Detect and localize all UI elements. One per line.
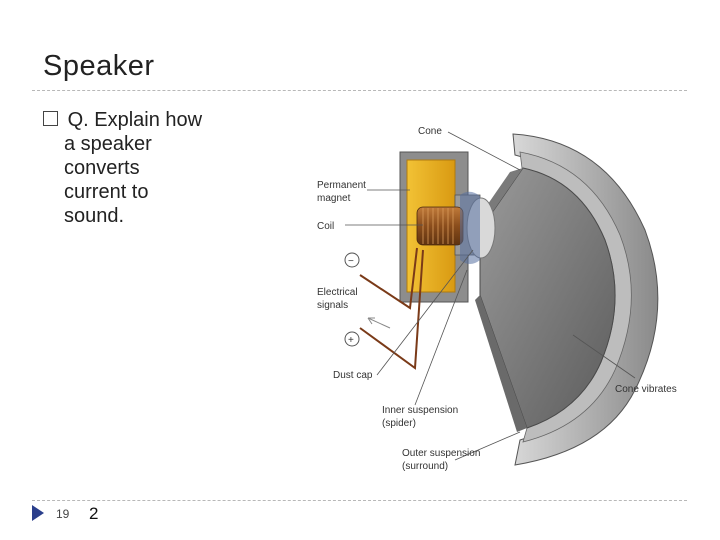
label-inner-suspension-1: Inner suspension bbox=[382, 405, 458, 416]
bullet-line-1: Explain how bbox=[94, 109, 203, 131]
plus-sign: + bbox=[348, 335, 354, 346]
coil bbox=[416, 206, 464, 246]
coil-windings bbox=[422, 208, 454, 244]
cone bbox=[479, 167, 616, 429]
minus-sign: − bbox=[348, 256, 354, 267]
bullet-question: Q. Explain how a speaker converts curren… bbox=[43, 108, 263, 228]
label-inner-suspension-2: (spider) bbox=[382, 418, 416, 429]
bullet-box-icon bbox=[43, 111, 58, 127]
footer-divider bbox=[32, 500, 687, 501]
minus-terminal-icon bbox=[344, 252, 360, 268]
slide-title: Speaker bbox=[43, 50, 155, 82]
label-outer-suspension-1: Outer suspension bbox=[402, 448, 480, 459]
bullet-line-5: sound. bbox=[64, 205, 125, 227]
bullet-marker: Q. bbox=[67, 109, 89, 131]
label-coil: Coil bbox=[317, 221, 334, 232]
label-electrical-signals-2: signals bbox=[317, 300, 348, 311]
label-electrical-signals-1: Electrical bbox=[317, 287, 358, 298]
label-dust-cap: Dust cap bbox=[333, 370, 373, 381]
bullet-line-2: a speaker bbox=[64, 133, 152, 155]
label-outer-suspension-2: (surround) bbox=[402, 461, 448, 472]
bullet-line-3: converts bbox=[64, 157, 140, 179]
page-number: 19 bbox=[56, 507, 70, 521]
title-divider bbox=[32, 90, 687, 91]
plus-terminal-icon bbox=[344, 331, 360, 347]
wire-negative bbox=[359, 247, 418, 310]
label-permanent-magnet-2: magnet bbox=[317, 193, 351, 204]
signal-arrow-icon bbox=[367, 317, 391, 329]
label-cone-vibrates: Cone vibrates bbox=[615, 384, 677, 395]
inner-suspension bbox=[460, 191, 480, 264]
callout-lines bbox=[345, 131, 636, 461]
wire-positive bbox=[359, 249, 424, 370]
cone-lower-cutaway bbox=[475, 295, 527, 432]
signal-arrow-head-icon bbox=[367, 317, 375, 325]
footer-arrow-icon bbox=[32, 505, 44, 521]
label-cone: Cone bbox=[418, 126, 442, 137]
speaker-diagram: − + Cone Permanent magnet Coil Electrica… bbox=[317, 126, 677, 472]
footer-text: 2 bbox=[89, 504, 99, 523]
label-permanent-magnet-1: Permanent bbox=[317, 180, 366, 191]
bullet-line-4: current to bbox=[64, 181, 149, 203]
